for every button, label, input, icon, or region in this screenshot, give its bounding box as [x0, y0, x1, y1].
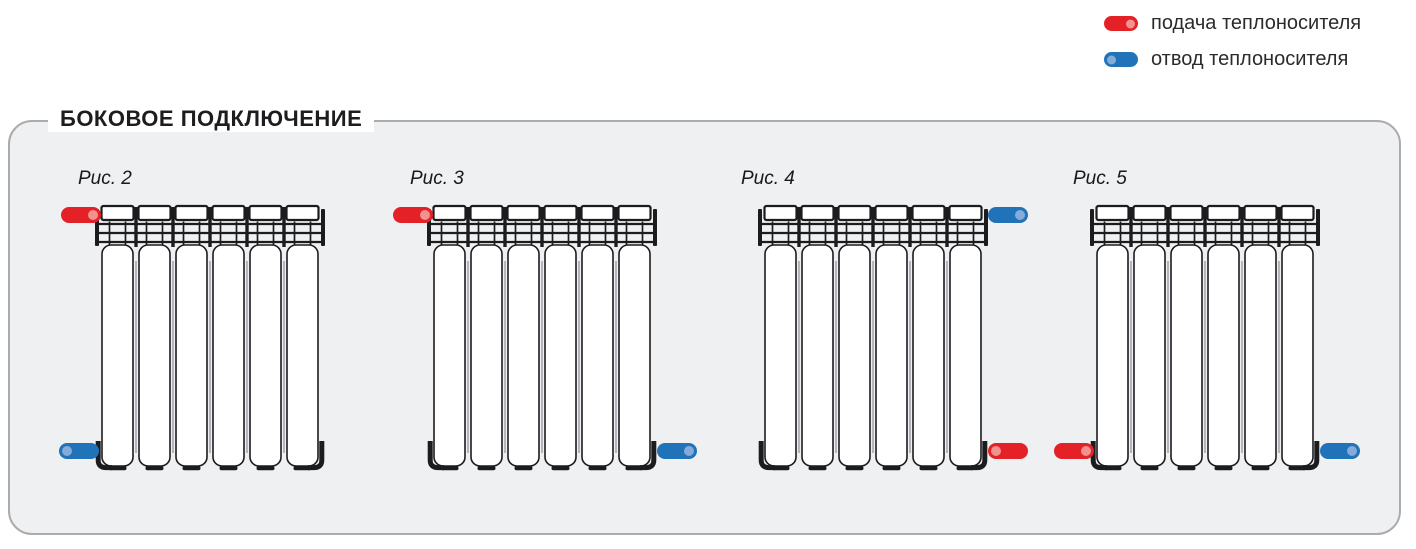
supply-connector-icon	[61, 207, 101, 223]
legend: подача теплоносителя отвод теплоносителя	[0, 0, 1416, 90]
return-connector-icon	[59, 443, 99, 459]
return-connector-icon	[988, 207, 1028, 223]
figure-label: Рис. 4	[741, 168, 795, 189]
figure-ris-3: Рис. 3	[393, 168, 697, 473]
legend-label-return: отвод теплоносителя	[1151, 48, 1349, 70]
figure-ris-4: Рис. 4	[741, 168, 1028, 473]
radiator-diagram	[758, 203, 988, 473]
radiator-diagram	[427, 203, 657, 473]
supply-connector-icon	[393, 207, 433, 223]
return-connector-icon	[657, 443, 697, 459]
figure-label: Рис. 5	[1073, 168, 1127, 189]
legend-item-return: отвод теплоносителя	[1104, 48, 1348, 71]
radiator-diagram	[95, 203, 325, 473]
supply-connector-icon	[1104, 16, 1138, 31]
figure-ris-2: Рис. 2	[59, 168, 325, 473]
radiator-diagram	[1090, 203, 1320, 473]
return-connector-icon	[1320, 443, 1360, 459]
panel-title: БОКОВОЕ ПОДКЛЮЧЕНИЕ	[48, 106, 375, 132]
supply-connector-icon	[988, 443, 1028, 459]
legend-item-supply: подача теплоносителя	[1104, 12, 1361, 35]
legend-label-supply: подача теплоносителя	[1151, 12, 1362, 34]
supply-connector-icon	[1054, 443, 1094, 459]
figure-label: Рис. 2	[78, 168, 132, 189]
return-connector-icon	[1104, 52, 1138, 67]
figure-ris-5: Рис. 5	[1054, 168, 1360, 473]
figure-label: Рис. 3	[410, 168, 464, 189]
